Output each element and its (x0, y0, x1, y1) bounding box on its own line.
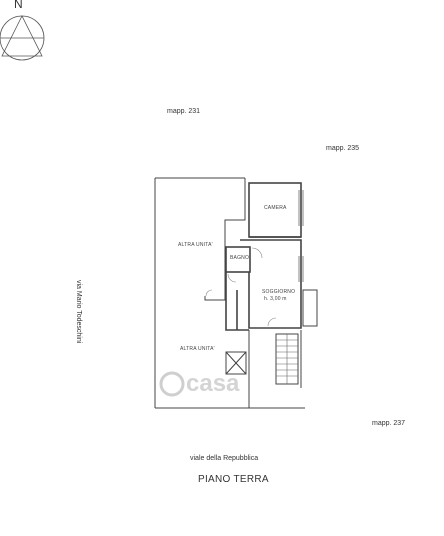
plan-outline (154, 177, 305, 409)
north-label: N (14, 0, 23, 11)
room-label-altra-unita-1: ALTRA UNITA' (178, 242, 213, 248)
room-height-label: h. 3,00 m (264, 296, 287, 302)
compass-icon (0, 15, 45, 61)
windows (298, 190, 304, 282)
room-label-bagno: BAGNO (230, 255, 250, 261)
apartment-walls (225, 182, 302, 331)
door-swings (205, 247, 277, 327)
balcony (302, 289, 318, 327)
neighbor-label-237: mapp. 237 (372, 420, 406, 427)
front-street-label: viale della Repubblica (190, 455, 259, 462)
stair-steps (276, 334, 298, 384)
room-label-altra-unita-2: ALTRA UNITA' (180, 346, 215, 352)
floor-title: PIANO TERRA (198, 474, 269, 485)
watermark-logo-icon (159, 371, 185, 397)
room-label-camera: CAMERA (264, 205, 287, 211)
room-label-soggiorno: SOGGIORNO (262, 289, 296, 295)
neighbor-label-235: mapp. 235 (326, 145, 360, 152)
side-street-label: via Mario Todeschini (75, 280, 82, 344)
watermark-text: casa (186, 370, 240, 397)
neighbor-label-231: mapp. 231 (167, 108, 201, 115)
